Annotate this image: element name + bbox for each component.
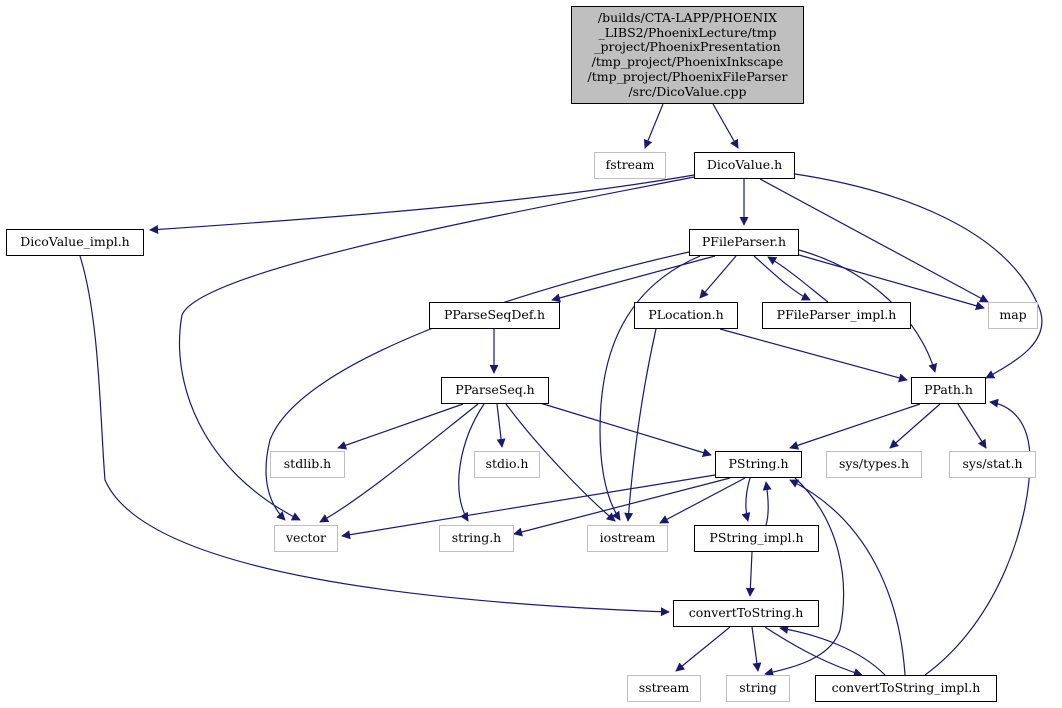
node-plocation-h[interactable]: PLocation.h bbox=[634, 302, 738, 329]
node-label: PString.h bbox=[728, 456, 789, 472]
edge-pfileparser_impl_h-to-pfileparser_h bbox=[767, 256, 829, 303]
edge-dicovalue_h-to-ppath_h bbox=[794, 173, 1043, 379]
node-label: PParseSeqDef.h bbox=[443, 307, 546, 323]
node-label: PParseSeq.h bbox=[455, 382, 535, 398]
node-stdio-h[interactable]: stdio.h bbox=[474, 451, 540, 478]
node-pstring-h[interactable]: PString.h bbox=[715, 451, 802, 478]
edge-dicovalue_h-to-vector bbox=[178, 176, 695, 521]
edge-root-to-dicovalue_h bbox=[712, 103, 739, 149]
node-string-h[interactable]: string.h bbox=[439, 525, 514, 552]
node-label: iostream bbox=[599, 530, 656, 546]
edge-ppath_h-to-sys_stat_h bbox=[957, 403, 987, 449]
edge-converttostring_h-to-sstream bbox=[675, 626, 731, 672]
edge-pparseseq_h-to-pstring_h bbox=[539, 402, 712, 457]
node-pfileparser-impl-h[interactable]: PFileParser_impl.h bbox=[762, 302, 911, 329]
node-string[interactable]: string bbox=[726, 675, 790, 702]
edge-converttostring_impl_h-to-ppath_h bbox=[924, 398, 1031, 676]
edge-pfileparser_h-to-map bbox=[798, 254, 985, 311]
edge-converttostring_impl_h-to-converttostring_h bbox=[779, 624, 886, 676]
node-label: PString_impl.h bbox=[709, 530, 804, 546]
edge-pparseseq_h-to-string_h bbox=[458, 403, 485, 522]
node-converttostring-h[interactable]: convertToString.h bbox=[673, 600, 819, 627]
node-label: vector bbox=[286, 530, 326, 546]
edge-pstring_h-to-string_h bbox=[513, 477, 731, 537]
node-label: PLocation.h bbox=[648, 307, 724, 323]
edge-root-to-fstream bbox=[643, 103, 664, 149]
node-pfileparser-h[interactable]: PFileParser.h bbox=[689, 229, 799, 256]
node-label: PFileParser_impl.h bbox=[776, 307, 897, 323]
edge-pfileparser_h-to-pparseseqdef_h bbox=[551, 255, 716, 303]
edge-plocation_h-to-ppath_h bbox=[719, 328, 908, 383]
node-vector[interactable]: vector bbox=[274, 525, 338, 552]
edge-dicovalue_impl_h-to-converttostring_h bbox=[79, 255, 670, 617]
edge-pfileparser_h-to-plocation_h bbox=[699, 255, 737, 299]
node-label: fstream bbox=[605, 157, 655, 173]
node-pparseseq-h[interactable]: PParseSeq.h bbox=[441, 377, 549, 404]
edge-pfileparser_h-to-ppath_h bbox=[798, 249, 938, 373]
node-label: map bbox=[999, 307, 1027, 323]
edge-pfileparser_h-to-vector bbox=[265, 251, 690, 521]
edge-converttostring_h-to-string bbox=[751, 626, 762, 672]
edge-pparseseq_h-to-stdio_h bbox=[496, 403, 506, 448]
edge-pstring_h-to-string bbox=[764, 477, 845, 677]
node-label: convertToString.h bbox=[688, 605, 804, 621]
node-dicovalue-h[interactable]: DicoValue.h bbox=[694, 152, 795, 179]
node-label: /builds/CTA-LAPP/PHOENIX _LIBS2/PhoenixL… bbox=[587, 9, 788, 99]
edge-pfileparser_h-to-pfileparser_impl_h bbox=[753, 255, 811, 301]
node-label: string.h bbox=[451, 530, 502, 546]
node-label: DicoValue_impl.h bbox=[20, 234, 130, 250]
edge-pstring_h-to-pstring_impl_h bbox=[741, 477, 751, 522]
node-label: string bbox=[739, 680, 777, 696]
edge-pstring_h-to-iostream bbox=[659, 477, 746, 524]
node-fstream[interactable]: fstream bbox=[594, 152, 666, 179]
node-ppath-h[interactable]: PPath.h bbox=[911, 377, 986, 404]
node-label: stdio.h bbox=[485, 456, 529, 472]
node-label: sys/types.h bbox=[838, 456, 910, 472]
node-sys-types-h[interactable]: sys/types.h bbox=[826, 451, 922, 478]
edge-pparseseq_h-to-iostream bbox=[505, 403, 616, 522]
node-label: PFileParser.h bbox=[701, 234, 787, 250]
edge-ppath_h-to-sys_types_h bbox=[889, 403, 941, 449]
edge-dicovalue_h-to-dicovalue_impl_h bbox=[149, 174, 695, 234]
node-converttostring-impl-h[interactable]: convertToString_impl.h bbox=[815, 675, 997, 702]
node-label: sys/stat.h bbox=[962, 456, 1023, 472]
edge-converttostring_h-to-converttostring_impl_h bbox=[764, 626, 863, 677]
node-pparseseqdef-h[interactable]: PParseSeqDef.h bbox=[429, 302, 560, 329]
node-dicovalue-impl-h[interactable]: DicoValue_impl.h bbox=[6, 229, 144, 256]
edge-plocation_h-to-iostream bbox=[624, 328, 657, 522]
edge-pstring_impl_h-to-converttostring_h bbox=[745, 551, 755, 597]
edge-pparseseq_h-to-vector bbox=[319, 403, 479, 523]
edges bbox=[79, 103, 1043, 677]
node-label: sstream bbox=[638, 680, 690, 696]
node-label: stdlib.h bbox=[283, 456, 332, 472]
node-stdlib-h[interactable]: stdlib.h bbox=[270, 451, 345, 478]
node-root[interactable]: /builds/CTA-LAPP/PHOENIX _LIBS2/PhoenixL… bbox=[571, 6, 804, 104]
edge-converttostring_impl_h-to-pstring_h bbox=[789, 479, 906, 676]
edge-pparseseq_h-to-stdlib_h bbox=[337, 403, 464, 450]
node-label: convertToString_impl.h bbox=[831, 680, 981, 696]
node-label: DicoValue.h bbox=[706, 157, 783, 173]
node-label: PPath.h bbox=[924, 382, 973, 398]
node-sstream[interactable]: sstream bbox=[627, 675, 701, 702]
edge-dicovalue_h-to-map bbox=[759, 178, 989, 303]
node-pstring-impl-h[interactable]: PString_impl.h bbox=[694, 525, 819, 552]
node-sys-stat-h[interactable]: sys/stat.h bbox=[949, 451, 1036, 478]
edge-ppath_h-to-pstring_h bbox=[789, 403, 921, 450]
edge-pfileparser_h-to-iostream bbox=[599, 255, 701, 521]
node-map[interactable]: map bbox=[988, 302, 1038, 329]
node-iostream[interactable]: iostream bbox=[587, 525, 668, 552]
edge-pstring_impl_h-to-pstring_h bbox=[762, 481, 772, 526]
edge-pstring_h-to-vector bbox=[341, 474, 716, 540]
